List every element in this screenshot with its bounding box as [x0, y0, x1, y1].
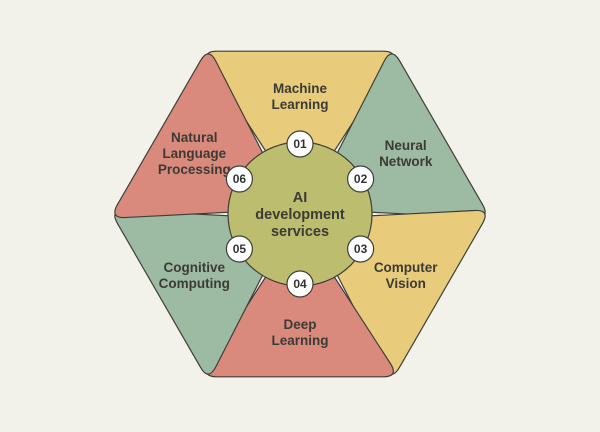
badges-layer: 01 02 03 04 05 06 — [225, 130, 375, 298]
number-badge-label: 06 — [233, 172, 247, 186]
center-label-line: services — [271, 224, 329, 240]
number-badge-01: 01 — [286, 130, 314, 158]
number-badge-circle — [286, 130, 314, 158]
segment-label-line: Processing — [158, 162, 231, 177]
number-badge-label: 05 — [233, 242, 247, 256]
number-badge-label: 03 — [354, 242, 368, 256]
segment-label-line: Deep — [283, 317, 316, 332]
center-label-line: development — [255, 207, 345, 223]
segment-label-line: Learning — [271, 97, 328, 112]
number-badge-03: 03 — [347, 235, 375, 263]
segment-label-line: Machine — [273, 81, 328, 96]
number-badge-circle — [225, 235, 253, 263]
segment-label-line: Network — [379, 154, 433, 169]
number-badge-circle — [347, 235, 375, 263]
segment-label-line: Neural — [385, 138, 427, 153]
segment-label-line: Computer — [374, 260, 438, 275]
number-badge-label: 04 — [293, 277, 307, 291]
segment-label-line: Natural — [171, 130, 218, 145]
number-badge-circle — [225, 165, 253, 193]
number-badge-05: 05 — [225, 235, 253, 263]
segment-label-line: Learning — [271, 333, 328, 348]
number-badge-circle — [286, 270, 314, 298]
center-label-line: AI — [293, 190, 308, 206]
segment-label-line: Language — [162, 146, 226, 161]
segment-label-line: Cognitive — [164, 260, 226, 275]
segment-label-line: Vision — [386, 276, 426, 291]
number-badge-label: 02 — [354, 172, 368, 186]
number-badge-label: 01 — [293, 137, 307, 151]
number-badge-circle — [347, 165, 375, 193]
number-badge-06: 06 — [225, 165, 253, 193]
segment-label-line: Computing — [159, 276, 230, 291]
number-badge-04: 04 — [286, 270, 314, 298]
number-badge-02: 02 — [347, 165, 375, 193]
